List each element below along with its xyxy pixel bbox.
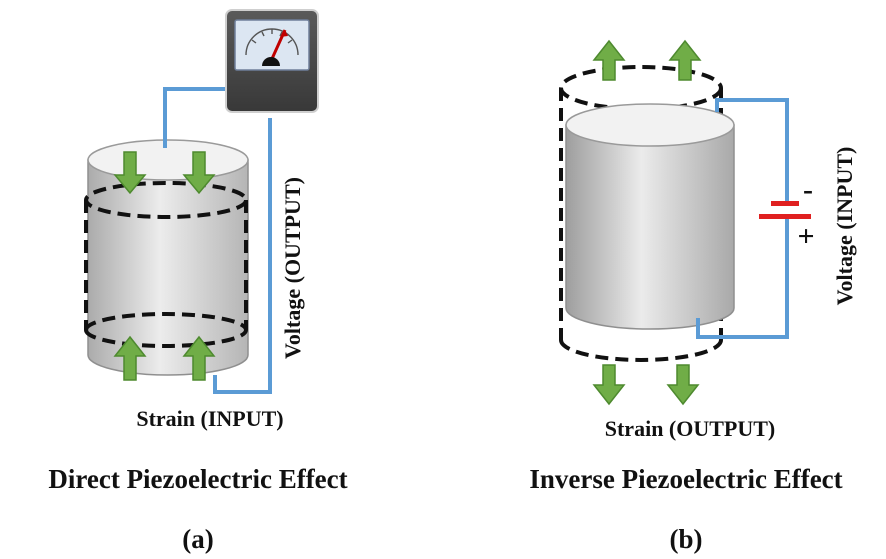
voltage-input-label: Voltage (INPUT): [832, 147, 857, 306]
voltmeter-icon: [225, 9, 319, 113]
strain-output-label: Strain (OUTPUT): [605, 416, 776, 441]
panel-a-caption: (a): [182, 524, 213, 554]
battery-icon: - +: [759, 173, 815, 253]
panel-b: - + Voltage (INPUT) Strain (OUTPUT) Inve…: [529, 39, 857, 554]
strain-input-label: Strain (INPUT): [136, 406, 283, 431]
compress-arrow-icon: [113, 151, 216, 195]
battery-plus-sign: +: [797, 220, 814, 253]
panel-a-title: Direct Piezoelectric Effect: [48, 464, 347, 494]
panel-b-caption: (b): [670, 524, 703, 554]
input-wire: [696, 98, 789, 339]
panel-b-title: Inverse Piezoelectric Effect: [529, 464, 842, 494]
panel-a: Voltage (OUTPUT) Strain (INPUT) Direct P…: [48, 9, 348, 554]
strain-arrow-icon: [113, 335, 216, 381]
expand-arrow-icon: [592, 39, 702, 81]
piezo-cylinder: [565, 103, 735, 330]
compressed-outline: [84, 181, 248, 348]
voltage-output-label: Voltage (OUTPUT): [280, 177, 305, 359]
expand-arrow-icon: [592, 364, 700, 406]
output-wire: [163, 87, 272, 394]
battery-minus-sign: -: [803, 173, 813, 206]
